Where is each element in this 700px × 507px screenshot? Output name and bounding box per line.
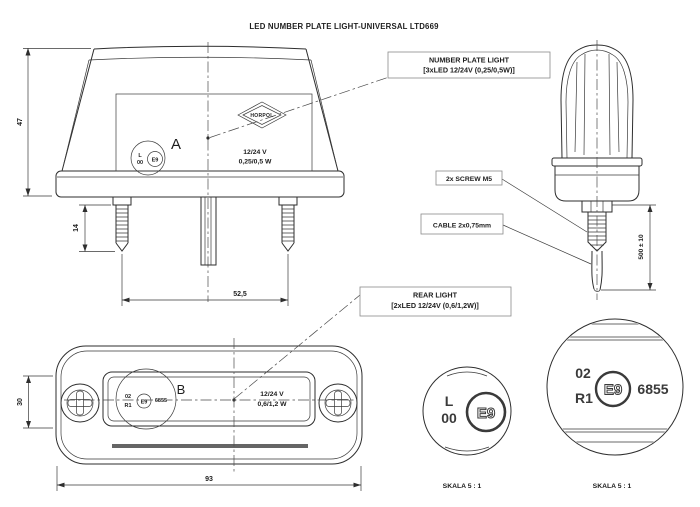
detail-indicator-circle (115, 368, 177, 430)
detail-right-e-mark: E9 (604, 382, 622, 399)
rear-approval-stamp: 02 R1 E9 6855 (124, 393, 167, 409)
e-mark: E9 (141, 400, 148, 406)
rear-voltage: 12/24 V (260, 391, 284, 398)
detail-right-class: 02 (575, 365, 591, 381)
front-approval-stamp: L 00 E9 (130, 140, 166, 176)
cable-stem (200, 196, 217, 266)
side-view (551, 40, 643, 300)
callout-rear-line1: REAR LIGHT (413, 291, 458, 300)
rear-lens (102, 371, 316, 427)
rear-screw-left (60, 383, 100, 423)
rear-reflector-band (112, 444, 308, 448)
detail-left-class: L (445, 393, 454, 409)
callout-npl-line2: [3xLED 12/24V (0,25/0,5W)] (423, 66, 514, 75)
dimension-width: 93 (56, 466, 362, 491)
callout-npl-line1: NUMBER PLATE LIGHT (429, 56, 510, 65)
logo-text: HORPOL (250, 113, 273, 119)
detail-right-scale: SKALA 5 : 1 (593, 483, 632, 490)
drawing-title: LED NUMBER PLATE LIGHT-UNIVERSAL LTD669 (249, 22, 439, 31)
callout-cable-label: CABLE 2x0,75mm (433, 223, 491, 230)
stamp-code: 00 (137, 160, 143, 166)
dim-screw-spacing-value: 52,5 (233, 291, 247, 298)
rear-view: 02 R1 E9 6855 B 12/24 V 0,6/1,2 W (55, 338, 363, 472)
dim-width-value: 93 (205, 476, 213, 483)
dim-rear-height-value: 30 (17, 398, 24, 406)
callout-number-plate-light: NUMBER PLATE LIGHT [3xLED 12/24V (0,25/0… (209, 51, 551, 138)
front-voltage: 12/24 V (243, 149, 267, 156)
stamp-class: 02 (125, 394, 131, 400)
mounting-screw-left (112, 196, 132, 252)
dim-screw-length-value: 14 (73, 224, 80, 232)
stamp-code: R1 (124, 403, 131, 409)
dimension-height: 47 (17, 48, 91, 197)
rear-screw-right (318, 383, 358, 423)
callout-rear-light: REAR LIGHT [2xLED 12/24V (0,6/1,2W)] (233, 286, 512, 400)
e-mark: E9 (152, 158, 159, 164)
rear-power: 0,6/1,2 W (257, 401, 287, 408)
horpol-logo: HORPOL (237, 101, 287, 129)
detail-left-code: 00 (441, 410, 457, 426)
front-view-label: A (171, 136, 181, 153)
dimension-cable-length: 500 ± 10 (601, 204, 656, 291)
stamp-class: L (138, 153, 142, 159)
callout-screw: 2x SCREW M5 (435, 170, 588, 233)
detail-right-code: R1 (575, 390, 593, 406)
cable (591, 250, 603, 292)
dimension-rear-height: 30 (17, 375, 53, 429)
dim-cable-length-value: 500 ± 10 (638, 234, 645, 260)
mounting-screw-right (278, 196, 298, 252)
front-view: L 00 E9 A HORPOL 12/24 V 0,25/0,5 W (55, 42, 345, 302)
detail-left-e-mark: E9 (477, 405, 495, 422)
detail-right-approval: 6855 (637, 381, 668, 397)
center-mark (206, 136, 210, 140)
detail-left-scale: SKALA 5 : 1 (443, 483, 482, 490)
callout-rear-line2: [2xLED 12/24V (0,6/1,2W)] (391, 301, 478, 310)
dim-height-value: 47 (17, 118, 24, 126)
dimension-screw-length: 14 (73, 204, 115, 252)
detail-view-right: 02 R1 E9 6855 SKALA 5 : 1 (546, 318, 684, 490)
callout-cable: CABLE 2x0,75mm (420, 213, 592, 265)
detail-view-left: L 00 E9 SKALA 5 : 1 (422, 366, 512, 490)
front-power: 0,25/0,5 W (239, 159, 272, 166)
approval-number: 6855 (155, 398, 167, 404)
dimension-screw-spacing: 52,5 (121, 254, 289, 306)
callout-screw-label: 2x SCREW M5 (446, 176, 492, 183)
rear-view-label: B (177, 382, 186, 397)
front-panel (115, 93, 313, 172)
